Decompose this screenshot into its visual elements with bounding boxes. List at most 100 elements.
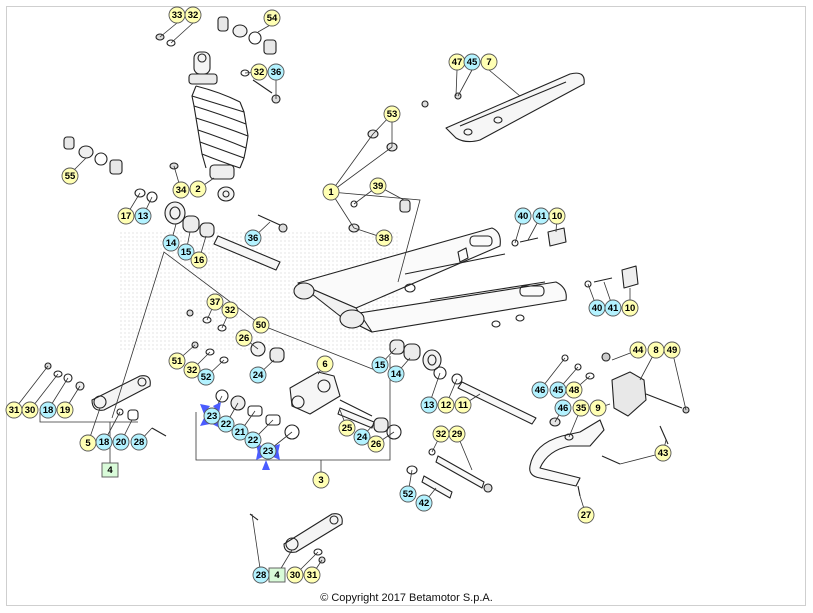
callout-number: 47 — [452, 57, 463, 68]
callout-55: 55 — [61, 167, 79, 185]
callout-number: 31 — [9, 405, 20, 416]
callout-badge — [162, 234, 180, 252]
callout-16: 16 — [190, 251, 208, 269]
callout-number: 33 — [172, 10, 183, 21]
callout-number: 44 — [633, 345, 644, 356]
callout-badge — [604, 299, 622, 317]
callout-number: 36 — [248, 233, 259, 244]
callout-2: 2 — [189, 180, 207, 198]
callout-number: 13 — [424, 400, 435, 411]
callout-31: 31 — [303, 566, 321, 584]
callout-number: 55 — [65, 171, 76, 182]
callout-number: 31 — [307, 570, 318, 581]
callout-22: 22 — [244, 431, 262, 449]
callout-number: 25 — [342, 423, 353, 434]
callout-badge — [168, 352, 186, 370]
callout-number: 24 — [357, 432, 368, 443]
callout-14: 14 — [162, 234, 180, 252]
callout-49: 49 — [663, 341, 681, 359]
chain-adjuster-upper — [511, 227, 567, 247]
washers-17-13 — [134, 188, 158, 203]
callout-4: 4 — [101, 462, 119, 478]
callout-28: 28 — [130, 433, 148, 451]
callout-26: 26 — [367, 435, 385, 453]
callout-13: 13 — [134, 207, 152, 225]
callout-number: 32 — [187, 365, 198, 376]
callout-14: 14 — [387, 365, 405, 383]
callout-10: 10 — [621, 299, 639, 317]
callout-badge — [268, 567, 286, 583]
callout-21: 21 — [231, 423, 249, 441]
callout-badge — [548, 207, 566, 225]
callout-40: 40 — [588, 299, 606, 317]
callout-badge — [244, 229, 262, 247]
callout-20: 20 — [112, 433, 130, 451]
callout-badge — [190, 251, 208, 269]
callout-number: 11 — [458, 400, 469, 411]
callout-badge — [338, 419, 356, 437]
callout-36: 36 — [267, 63, 285, 81]
axle-11 — [433, 366, 537, 425]
callout-45: 45 — [463, 53, 481, 71]
diagram-frame — [6, 6, 806, 606]
callout-badge — [130, 433, 148, 451]
callout-number: 4 — [274, 570, 280, 581]
callout-badge — [189, 180, 207, 198]
callout-badge — [572, 399, 590, 417]
callout-number: 7 — [486, 57, 491, 68]
callout-36: 36 — [244, 229, 262, 247]
copyright-text: © Copyright 2017 Betamotor S.p.A. — [320, 592, 493, 604]
callout-number: 53 — [387, 109, 398, 120]
callout-23: 23 — [203, 407, 221, 425]
callout-badge — [183, 361, 201, 379]
callout-badge — [375, 229, 393, 247]
pin-25 — [337, 407, 402, 440]
callout-number: 41 — [536, 211, 547, 222]
callout-35: 35 — [572, 399, 590, 417]
callout-badge — [263, 9, 281, 27]
callout-badge — [322, 183, 340, 201]
callout-badge — [589, 399, 607, 417]
callout-badge — [184, 6, 202, 24]
callout-badge — [480, 53, 498, 71]
washers-46-45-48 — [561, 354, 595, 380]
callout-number: 30 — [290, 570, 301, 581]
callout-15: 15 — [371, 356, 389, 374]
callout-number: 41 — [608, 303, 619, 314]
bolt-36 — [257, 214, 288, 233]
callout-number: 32 — [225, 305, 236, 316]
callout-32: 32 — [183, 361, 201, 379]
nuts-53 — [367, 129, 398, 152]
callout-46: 46 — [554, 399, 572, 417]
callout-4: 4 — [268, 567, 286, 583]
callout-badge — [231, 423, 249, 441]
callout-23: 23 — [259, 442, 277, 460]
bolt-42 — [406, 465, 453, 499]
bolt-29 — [428, 448, 493, 493]
callout-badge — [448, 425, 466, 443]
callout-3: 3 — [312, 471, 330, 489]
callout-number: 13 — [138, 211, 149, 222]
callout-badge — [303, 566, 321, 584]
callout-29: 29 — [448, 425, 466, 443]
callout-number: 48 — [569, 385, 580, 396]
callout-24: 24 — [353, 428, 371, 446]
callout-badge — [21, 401, 39, 419]
callout-number: 28 — [134, 437, 145, 448]
callout-number: 8 — [653, 345, 658, 356]
callout-50: 50 — [252, 316, 270, 334]
callout-number: 14 — [166, 238, 177, 249]
callout-badge — [369, 177, 387, 195]
callout-badge — [316, 355, 334, 373]
callout-number: 42 — [419, 498, 430, 509]
callout-51: 51 — [168, 352, 186, 370]
callout-number: 35 — [576, 403, 587, 414]
callout-1: 1 — [322, 183, 340, 201]
callout-number: 27 — [581, 510, 592, 521]
callout-number: 9 — [595, 403, 600, 414]
callout-45: 45 — [549, 381, 567, 399]
callout-7: 7 — [480, 53, 498, 71]
callout-badge — [371, 356, 389, 374]
